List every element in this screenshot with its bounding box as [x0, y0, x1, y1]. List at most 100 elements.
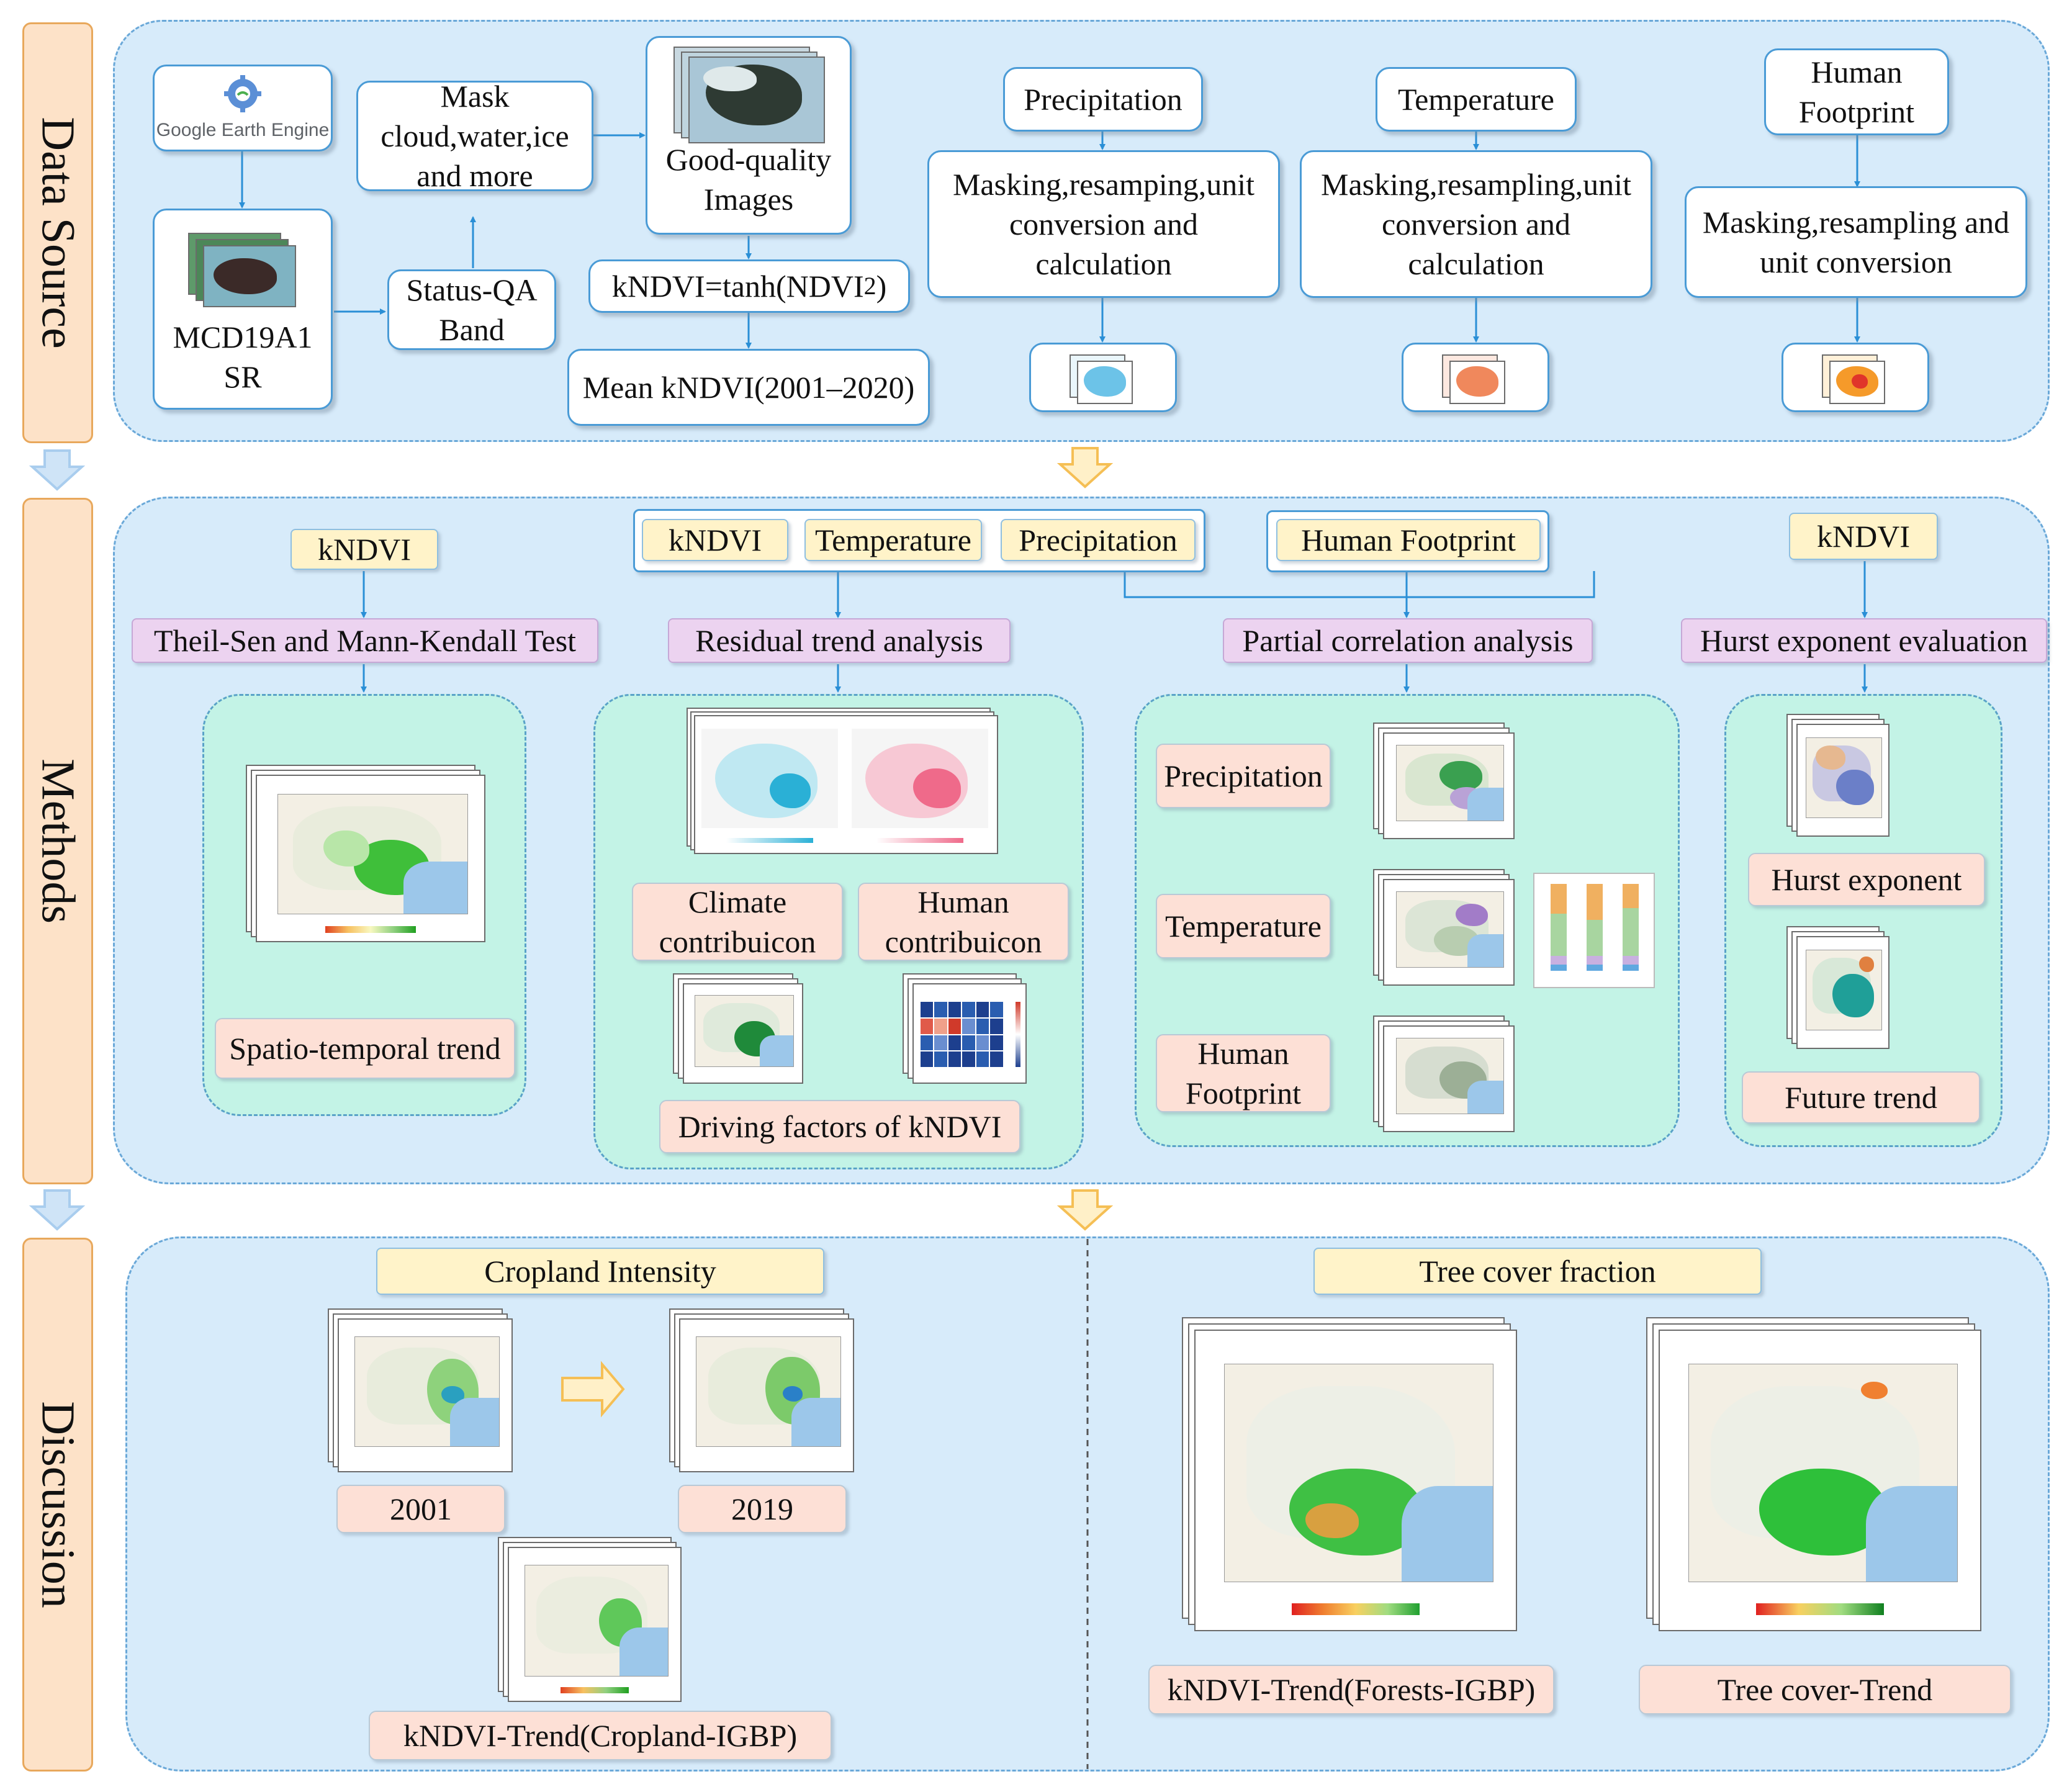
mean-kndvi-label: Mean kNDVI(2001–2020): [582, 370, 915, 405]
pc-stacked-bar-chart: [1533, 873, 1655, 988]
mask-label: Mask cloud,water,ice and more: [381, 79, 569, 193]
human-contribution-map: [852, 729, 988, 828]
human-footprint-source-box: Human Footprint: [1764, 48, 1949, 135]
result-label: 2019: [731, 1492, 793, 1526]
good-quality-label: Good-quality Images: [665, 142, 832, 217]
cropland-2019-map-stack: [669, 1308, 857, 1475]
hurst-map: [1796, 724, 1890, 837]
method-input-human-footprint: Human Footprint: [1276, 519, 1541, 561]
result-label: Hurst exponent: [1771, 862, 1962, 897]
result-label: kNDVI-Trend(Forests-IGBP): [1167, 1672, 1536, 1707]
stacked-bar: [1623, 884, 1639, 971]
tag-label: kNDVI: [318, 532, 411, 567]
result-label: Precipitation: [1164, 759, 1323, 793]
method-hurst-evaluation: Hurst exponent evaluation: [1681, 618, 2047, 663]
method-residual-trend: Residual trend analysis: [668, 618, 1011, 663]
pc-input-temperature: Temperature: [1156, 894, 1331, 958]
result-label: Human contribuicon: [885, 885, 1042, 959]
method-label: Theil-Sen and Mann-Kendall Test: [153, 623, 577, 658]
method-label: Partial correlation analysis: [1242, 623, 1574, 658]
result-human-contribution: Human contribuicon: [858, 883, 1069, 961]
forests-trend-map-stack: [1182, 1317, 1522, 1636]
temp-processing-label: Masking,resampling,unit conversion and c…: [1321, 167, 1631, 281]
hf-map-box: [1781, 343, 1929, 412]
pc-precip-map-stack: [1373, 723, 1515, 840]
tag-label: Tree cover fraction: [1419, 1254, 1656, 1289]
result-label: Climate contribuicon: [659, 885, 816, 959]
discussion-cropland-intensity: Cropland Intensity: [376, 1248, 824, 1295]
method-theil-sen: Theil-Sen and Mann-Kendall Test: [132, 618, 598, 663]
earth-engine-icon: [224, 74, 261, 112]
cropland-2001-map: [338, 1318, 513, 1472]
temperature-label: Temperature: [1398, 82, 1554, 117]
pc-temp-map-stack: [1373, 869, 1515, 987]
result-hurst-exponent: Hurst exponent: [1748, 853, 1985, 906]
good-quality-image-stack: [673, 47, 829, 146]
result-label: Driving factors of kNDVI: [678, 1109, 1002, 1144]
result-driving-factors: Driving factors of kNDVI: [659, 1100, 1020, 1153]
temperature-source-box: Temperature: [1376, 67, 1577, 132]
good-quality-box: Good-quality Images: [646, 36, 852, 235]
pc-input-human-footprint: Human Footprint: [1156, 1034, 1331, 1112]
human-footprint-label: Human Footprint: [1798, 55, 1915, 129]
satellite-image-stack: [188, 233, 300, 307]
result-label: Human Footprint: [1185, 1036, 1302, 1110]
result-label: Temperature: [1165, 909, 1322, 943]
residual-map-stack: [687, 708, 1004, 859]
formula-text: kNDVI=tanh(NDVI: [611, 269, 864, 304]
tag-label: Human Footprint: [1301, 523, 1516, 557]
discussion-tree-cover-trend: Tree cover-Trend: [1639, 1665, 2011, 1714]
residual-maps: [694, 715, 998, 854]
driving-factor-map-stack: [673, 973, 803, 1085]
result-label: 2001: [390, 1492, 452, 1526]
section-label-data-source: Data Source: [22, 22, 93, 443]
cropland-2019-map: [679, 1318, 854, 1472]
mcd19a1-box: MCD19A1 SR: [153, 209, 333, 410]
discussion-kndvi-trend-forests: kNDVI-Trend(Forests-IGBP): [1148, 1665, 1554, 1714]
cropland-trend-map-stack: [498, 1537, 684, 1704]
method-input-kndvi-1: kNDVI: [291, 529, 438, 570]
driving-factor-heatmap: [912, 983, 1027, 1084]
precipitation-label: Precipitation: [1024, 82, 1182, 117]
result-label: Spatio-temporal trend: [229, 1031, 501, 1066]
method-partial-correlation: Partial correlation analysis: [1223, 618, 1593, 663]
cropland-trend-map: [508, 1547, 682, 1702]
gee-logo-box: Google Earth Engine: [153, 65, 333, 151]
result-label: Tree cover-Trend: [1717, 1672, 1933, 1707]
method-input-kndvi-2: kNDVI: [642, 519, 788, 561]
result-label: Future trend: [1785, 1080, 1937, 1115]
hf-processing-label: Masking,resampling and unit conversion: [1702, 205, 2010, 279]
pc-precip-map: [1383, 732, 1515, 839]
precipitation-source-box: Precipitation: [1003, 67, 1203, 132]
future-trend-map: [1796, 936, 1890, 1049]
pc-temp-map: [1383, 879, 1515, 986]
cropland-2001-map-stack: [328, 1308, 515, 1475]
formula-close: ): [876, 269, 887, 304]
tree-cover-trend-map: [1659, 1330, 1981, 1631]
trend-map: [256, 775, 485, 942]
temp-processing-box: Masking,resampling,unit conversion and c…: [1300, 150, 1652, 298]
method-input-kndvi-3: kNDVI: [1789, 513, 1938, 560]
tag-label: Cropland Intensity: [484, 1254, 716, 1289]
stacked-bar: [1551, 884, 1567, 971]
section-label-methods: Methods: [22, 498, 93, 1184]
method-input-precipitation: Precipitation: [1001, 519, 1196, 561]
discussion-year-2019: 2019: [678, 1485, 847, 1533]
tag-label: kNDVI: [669, 523, 762, 557]
hf-processing-box: Masking,resampling and unit conversion: [1685, 186, 2027, 298]
forests-trend-map: [1194, 1330, 1517, 1631]
trend-map-stack: [246, 765, 494, 951]
mcd19a1-label: MCD19A1 SR: [173, 320, 313, 394]
future-map-stack: [1786, 926, 1890, 1050]
result-spatio-temporal-trend: Spatio-temporal trend: [215, 1018, 515, 1079]
hurst-map-stack: [1786, 714, 1890, 838]
method-label: Hurst exponent evaluation: [1700, 623, 2028, 658]
mask-box: Mask cloud,water,ice and more: [356, 79, 593, 193]
discussion-kndvi-trend-cropland: kNDVI-Trend(Cropland-IGBP): [369, 1711, 832, 1760]
result-future-trend: Future trend: [1742, 1071, 1980, 1123]
discussion-tree-cover-fraction: Tree cover fraction: [1313, 1248, 1762, 1295]
formula-exponent: 2: [863, 272, 876, 300]
result-climate-contribution: Climate contribuicon: [632, 883, 843, 961]
precip-processing-label: Masking,resamping,unit conversion and ca…: [952, 167, 1255, 281]
